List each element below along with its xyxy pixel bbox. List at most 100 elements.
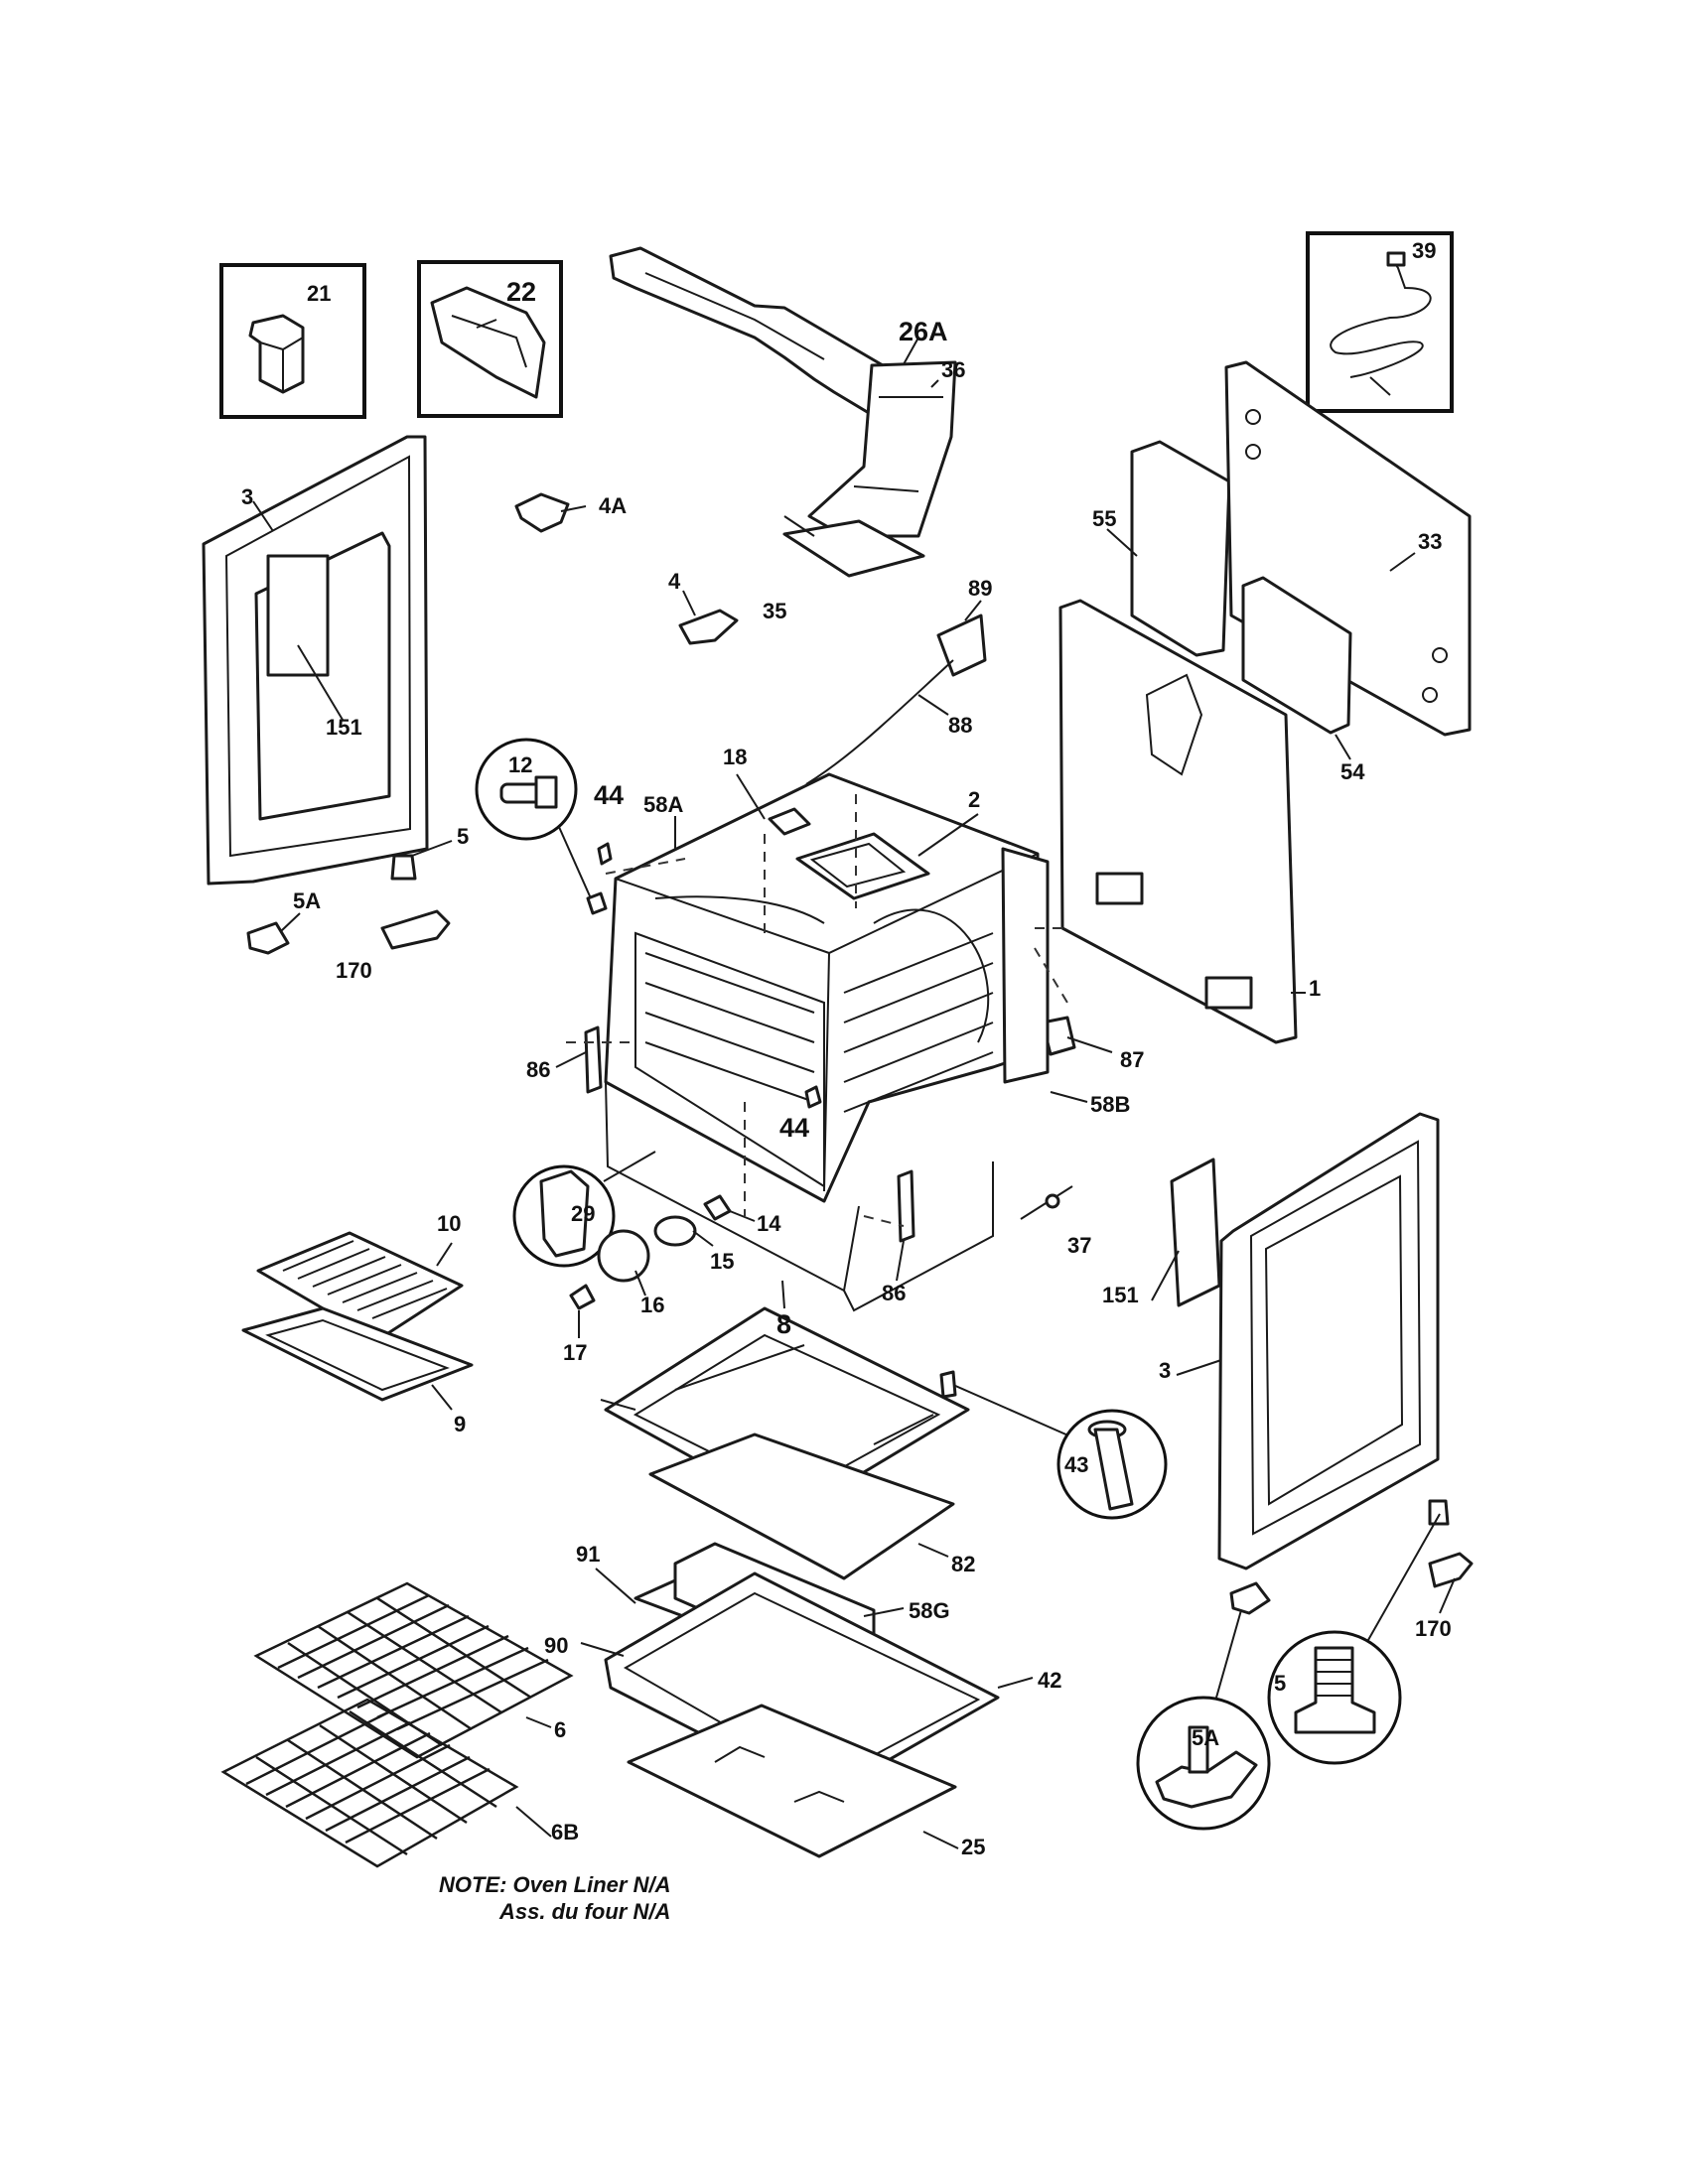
trim-151-right: [1170, 1158, 1221, 1307]
callout-5A-right: 5A: [1192, 1725, 1219, 1750]
callout-8: 8: [776, 1309, 791, 1339]
leader-lines: [411, 379, 1456, 1849]
callout-43: 43: [1064, 1452, 1088, 1477]
callout-35: 35: [763, 599, 786, 623]
callout-3-right: 3: [1159, 1358, 1171, 1383]
detail-ring-12: [475, 738, 608, 915]
detail-ring-43: [1056, 1409, 1168, 1520]
heat-shield-82: [648, 1433, 955, 1580]
callout-91: 91: [576, 1542, 600, 1567]
lamp-bulb-15: [653, 1215, 714, 1247]
callout-4: 4: [668, 569, 681, 594]
oven-cavity-58A: [604, 772, 1040, 1203]
callout-39: 39: [1412, 238, 1436, 263]
detail-ring-5A: [1136, 1609, 1271, 1831]
callout-5A-left: 5A: [293, 888, 321, 913]
callout-58G: 58G: [909, 1598, 950, 1623]
side-panel-left-3: [202, 435, 429, 886]
note-line-2: Ass. du four N/A: [498, 1899, 670, 1924]
rear-panel-55: [1130, 440, 1231, 657]
callout-170-right: 170: [1415, 1616, 1452, 1641]
side-panel-right-3: [1217, 1112, 1440, 1570]
callout-25: 25: [961, 1835, 985, 1859]
callout-21: 21: [307, 281, 331, 306]
leveler-5A-small-right: [1229, 1581, 1271, 1615]
oven-base-frame: [605, 1081, 994, 1312]
detail-ring-5: [1267, 1513, 1441, 1765]
callout-58A: 58A: [643, 792, 683, 817]
lamp-socket-14: [703, 1194, 756, 1222]
callout-4A: 4A: [599, 493, 627, 518]
callout-37: 37: [1067, 1233, 1091, 1258]
bracket-4: [678, 609, 739, 645]
detail-ring-29: [512, 1151, 656, 1268]
inset-part-22: [417, 260, 563, 418]
callout-16: 16: [640, 1293, 664, 1317]
callout-9: 9: [454, 1412, 466, 1436]
callout-29: 29: [571, 1201, 595, 1226]
bracket-170-left: [380, 909, 451, 950]
back-panel-1: [1058, 599, 1298, 1044]
screw-43-small: [939, 1370, 1078, 1440]
callout-3-left: 3: [241, 484, 253, 509]
callout-44-top: 44: [594, 780, 624, 810]
oven-rack-6: [253, 1581, 574, 1759]
vent-sensor-18: [768, 807, 811, 836]
callout-5-left: 5: [457, 824, 469, 849]
callout-14: 14: [757, 1211, 781, 1236]
connector-44-mid: [804, 1085, 822, 1109]
rear-panel-54: [1241, 576, 1352, 735]
callout-58B: 58B: [1090, 1092, 1130, 1117]
callout-2: 2: [968, 787, 980, 812]
callout-5-right: 5: [1274, 1671, 1286, 1696]
callout-12: 12: [508, 752, 532, 777]
broiler-pan-9: [241, 1306, 474, 1402]
callout-82: 82: [951, 1552, 975, 1576]
leveler-5A-small: [246, 912, 301, 955]
callout-54: 54: [1340, 759, 1365, 784]
note-line-1: NOTE: Oven Liner N/A: [439, 1872, 670, 1897]
inset-power-cord-39: [1306, 231, 1454, 413]
terminal-block-87: [1041, 1016, 1113, 1056]
hidden-lines: [566, 794, 1068, 1227]
callout-88: 88: [948, 713, 972, 738]
lamp-lens-16: [597, 1229, 650, 1297]
lamp-clip-17: [569, 1284, 596, 1310]
callout-22: 22: [506, 277, 536, 307]
bracket-170-right: [1428, 1552, 1474, 1588]
callout-labels: 21 22 26A 39 3 4A 36 55 33 4 35 89 151 8…: [241, 238, 1452, 1859]
callout-55: 55: [1092, 506, 1116, 531]
callout-6: 6: [554, 1717, 566, 1742]
hinge-bracket-86-left: [584, 1025, 603, 1094]
callout-6B: 6B: [551, 1820, 579, 1844]
callout-151-left: 151: [326, 715, 362, 740]
oven-rack-6B: [220, 1698, 519, 1868]
callout-86-right: 86: [882, 1281, 906, 1305]
bottom-insulation-25: [627, 1704, 957, 1858]
callout-89: 89: [968, 576, 992, 601]
thermostat-89: [805, 614, 987, 785]
callout-170-left: 170: [336, 958, 372, 983]
callout-33: 33: [1418, 529, 1442, 554]
connector-44-top: [597, 842, 613, 866]
callout-90: 90: [544, 1633, 568, 1658]
side-insulation-58B: [1001, 847, 1050, 1084]
callout-42: 42: [1038, 1668, 1061, 1693]
callout-10: 10: [437, 1211, 461, 1236]
callout-87: 87: [1120, 1047, 1144, 1072]
leveler-5-small-right: [1428, 1499, 1450, 1526]
callout-1: 1: [1309, 976, 1321, 1001]
callout-36: 36: [941, 357, 965, 382]
callout-26A: 26A: [899, 317, 948, 346]
oven-liner-note: NOTE: Oven Liner N/A Ass. du four N/A: [439, 1872, 670, 1924]
callout-151-right: 151: [1102, 1283, 1139, 1307]
callout-15: 15: [710, 1249, 734, 1274]
callout-18: 18: [723, 745, 747, 769]
hinge-bracket-86-right: [897, 1169, 915, 1243]
inset-part-21: [219, 263, 366, 419]
leveler-5-small: [390, 854, 417, 881]
callout-86-left: 86: [526, 1057, 550, 1082]
bracket-4A: [514, 492, 570, 533]
vent-gasket-35: [782, 519, 925, 578]
